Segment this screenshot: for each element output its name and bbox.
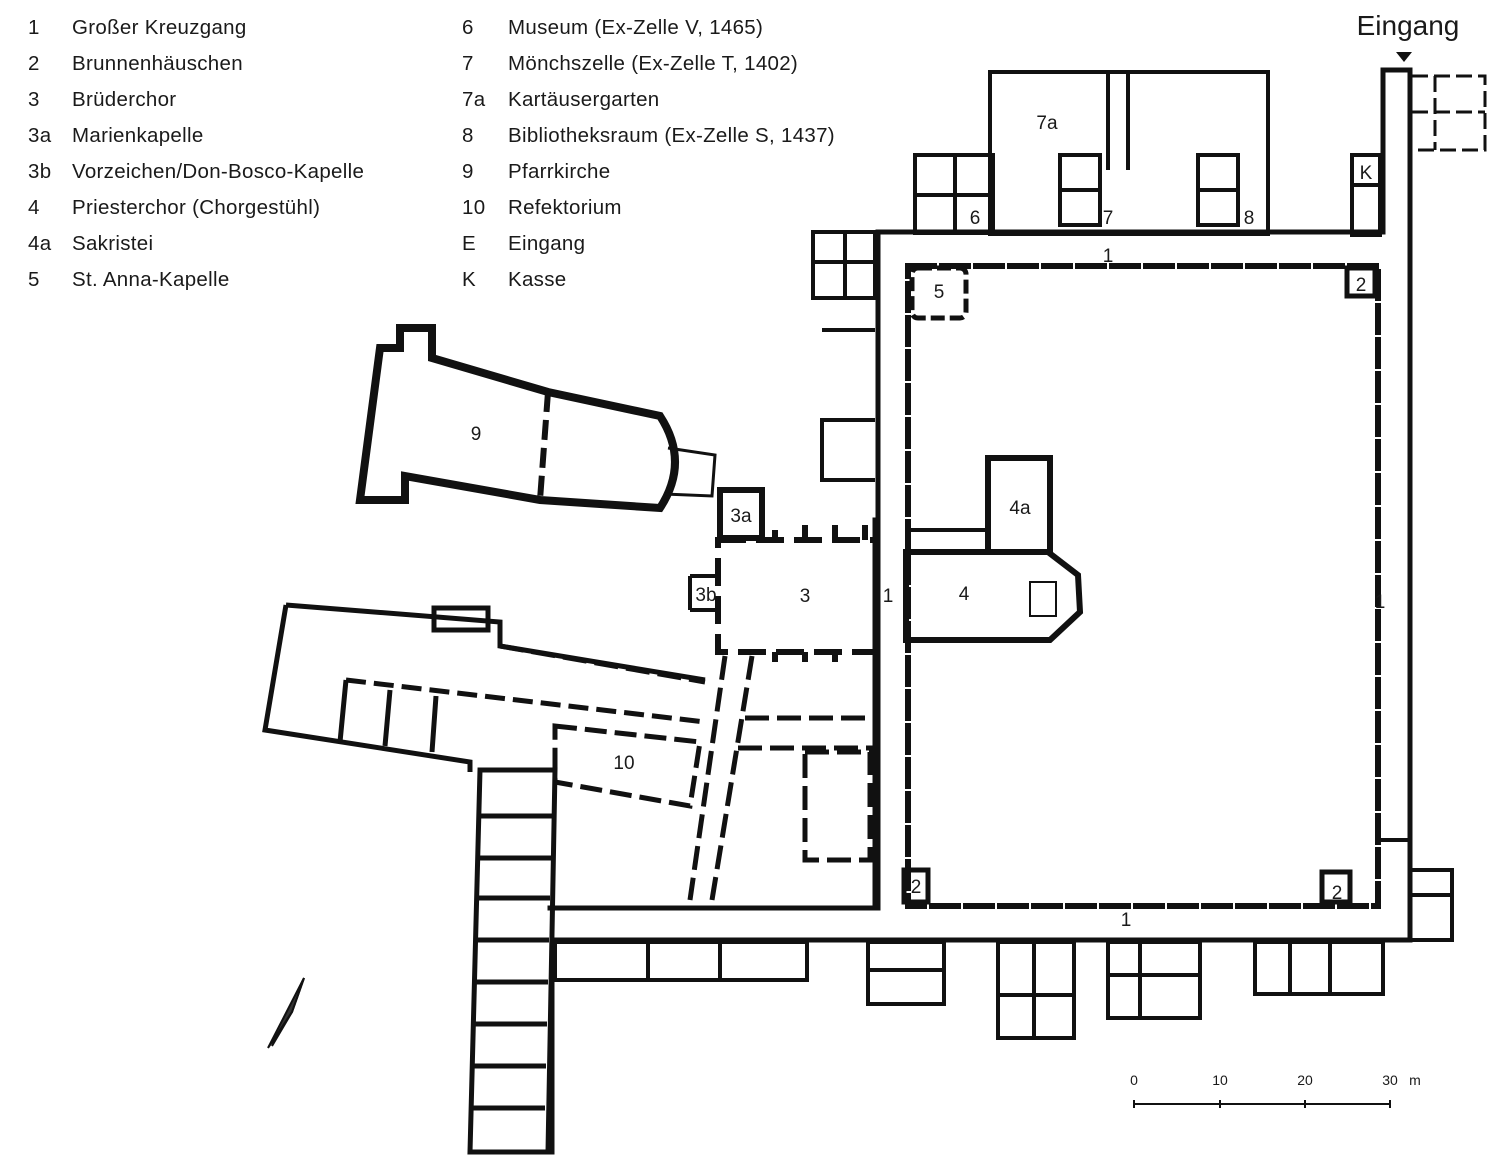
legend-key: 10	[462, 196, 486, 219]
legend-key: 4	[28, 196, 40, 219]
north-arrow-icon	[267, 977, 305, 1049]
brothers-choir	[688, 487, 879, 662]
label-brothers-choir: 3	[800, 586, 811, 607]
label-cloister-east: 1	[1375, 592, 1386, 613]
legend-label: Vorzeichen/Don-Bosco-Kapelle	[72, 160, 365, 183]
label-priests-choir: 4	[959, 584, 970, 605]
legend-key: 7	[462, 52, 474, 75]
scale-tick-20: 20	[1297, 1072, 1313, 1088]
scale-tick-10: 10	[1212, 1072, 1228, 1088]
legend-key: K	[462, 268, 476, 291]
perimeter-rooms	[553, 328, 1454, 1040]
legend-label: Museum (Ex-Zelle V, 1465)	[508, 16, 764, 39]
north-cells	[811, 70, 1382, 300]
legend-key: 1	[28, 16, 40, 39]
legend-key: 7a	[462, 88, 486, 111]
legend-label: Priesterchor (Chorgestühl)	[72, 196, 321, 219]
legend-key: 4a	[28, 232, 52, 255]
label-cloister-south: 1	[1121, 910, 1132, 931]
label-marian-chapel: 3a	[730, 506, 752, 527]
legend-key: 9	[462, 160, 474, 183]
label-library: 8	[1244, 208, 1255, 229]
legend-label: Brunnenhäuschen	[72, 52, 243, 75]
label-fountain-se: 2	[1332, 883, 1343, 904]
label-cloister-north: 1	[1103, 246, 1114, 267]
legend-label: St. Anna-Kapelle	[72, 268, 230, 291]
label-ticket: K	[1360, 163, 1373, 184]
legend-label: Mönchszelle (Ex-Zelle T, 1402)	[508, 52, 799, 75]
legend-label: Brüderchor	[72, 88, 177, 111]
legend-label: Eingang	[508, 232, 586, 255]
entrance-label: Eingang	[1357, 10, 1460, 41]
legend-label: Marienkapelle	[72, 124, 204, 147]
fountain-houses	[901, 265, 1378, 905]
legend-key: 8	[462, 124, 474, 147]
scale-tick-0: 0	[1130, 1072, 1138, 1088]
label-vestibule: 3b	[695, 585, 716, 606]
legend-key: E	[462, 232, 476, 255]
label-anna-chapel: 5	[934, 282, 945, 303]
scale-tick-30: 30	[1382, 1072, 1398, 1088]
legend-label: Pfarrkirche	[508, 160, 611, 183]
label-garden: 7a	[1036, 113, 1058, 134]
legend-key: 3b	[28, 160, 52, 183]
entrance-arrow-icon	[1396, 52, 1412, 62]
legend-label: Bibliotheksraum (Ex-Zelle S, 1437)	[508, 124, 835, 147]
legend-label: Kartäusergarten	[508, 88, 660, 111]
entrance-annex	[1412, 74, 1487, 152]
plan-labels: 1 1 1 1 2 2 2 3 3a 3b 4 4a 5 6 7 7a 8 9 …	[471, 113, 1386, 931]
legend-label: Kasse	[508, 268, 567, 291]
parish-church	[355, 324, 717, 513]
legend-key: 2	[28, 52, 40, 75]
legend-key: 5	[28, 268, 40, 291]
label-monk-cell: 7	[1103, 208, 1114, 229]
scale-bar	[1133, 1100, 1391, 1108]
label-cloister-west: 1	[883, 586, 894, 607]
priests-choir	[903, 455, 1084, 643]
legend-key: 3a	[28, 124, 52, 147]
legend-label: Sakristei	[72, 232, 154, 255]
legend-label: Refektorium	[508, 196, 622, 219]
legend-label: Großer Kreuzgang	[72, 16, 247, 39]
central-corridors	[687, 655, 875, 901]
label-parish-church: 9	[471, 424, 482, 445]
label-sacristy: 4a	[1009, 498, 1031, 519]
label-refectory: 10	[613, 753, 634, 774]
west-wing	[262, 602, 706, 1155]
legend-key: 6	[462, 16, 474, 39]
label-fountain-sw: 2	[911, 877, 922, 898]
scale-unit: m	[1409, 1072, 1421, 1088]
label-fountain-ne: 2	[1356, 275, 1367, 296]
label-museum: 6	[970, 208, 981, 229]
legend-key: 3	[28, 88, 40, 111]
